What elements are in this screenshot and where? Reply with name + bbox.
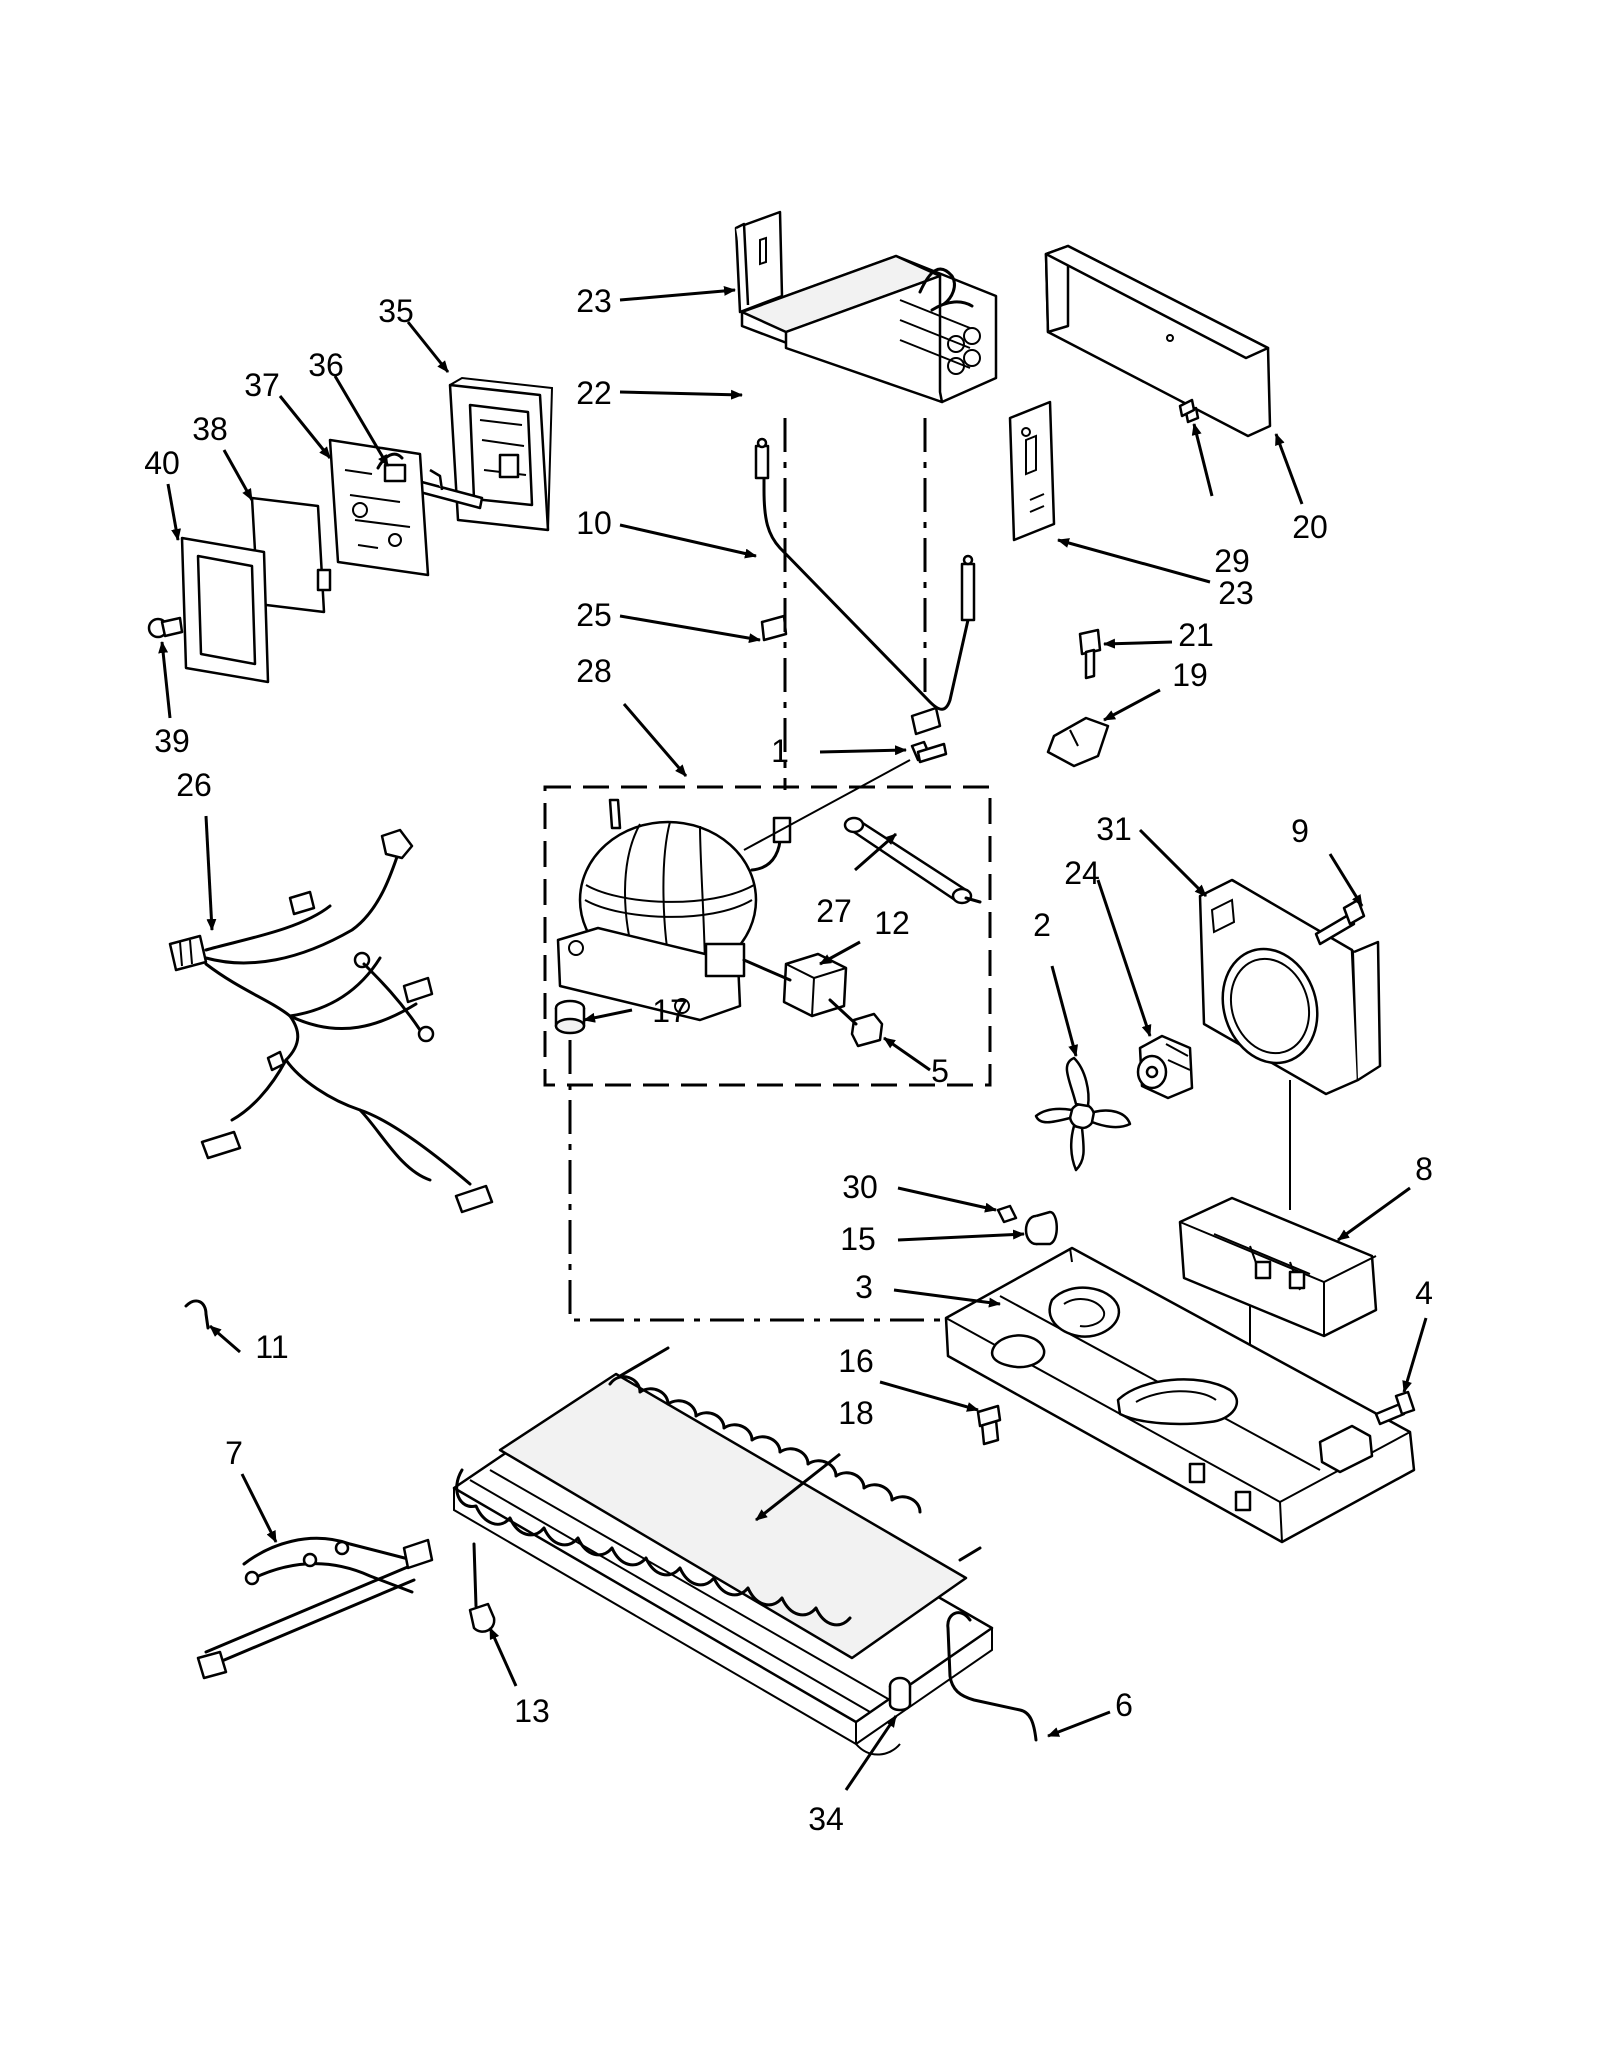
defrost-heater (754, 437, 976, 711)
grommet-15 (1024, 1210, 1058, 1246)
clip-19 (1046, 716, 1110, 768)
air-duct (1044, 244, 1272, 438)
fan-blade (1034, 1056, 1132, 1172)
mounting-tray (944, 1246, 1416, 1544)
screw-21 (1078, 628, 1102, 680)
evaporator-right-bracket (1008, 400, 1056, 542)
callout-12: 12 (874, 905, 910, 941)
screw-1 (910, 740, 948, 764)
callout-4: 4 (1415, 1275, 1433, 1311)
callout-38: 38 (192, 411, 228, 447)
callout-20: 20 (1292, 509, 1328, 545)
evaporator-coil (740, 254, 998, 404)
callout-28: 28 (576, 653, 612, 689)
callout-11: 11 (255, 1329, 288, 1365)
drier (843, 816, 982, 905)
callout-9: 9 (1291, 813, 1309, 849)
callout-25: 25 (576, 597, 612, 633)
pin-30 (996, 1204, 1018, 1224)
callout-40: 40 (144, 445, 180, 481)
heater-bracket (760, 614, 942, 736)
callout-18: 18 (838, 1395, 874, 1431)
callout-5: 5 (931, 1053, 949, 1089)
callout-36: 36 (308, 347, 344, 383)
screw-4 (1374, 1390, 1416, 1426)
callout-7: 7 (225, 1435, 243, 1471)
callout-31: 31 (1096, 811, 1132, 847)
evaporator-left-bracket (734, 210, 784, 314)
leader-lines (158, 285, 1428, 1791)
callout-21: 21 (1178, 617, 1214, 653)
control-board (328, 438, 430, 577)
callout-39: 39 (154, 723, 190, 759)
callout-10: 10 (576, 505, 612, 541)
evaporator-assembly (734, 210, 1056, 542)
callout-15: 15 (840, 1221, 876, 1257)
compressor (556, 798, 792, 1022)
screw-16 (976, 1404, 1002, 1446)
callout-2: 2 (1033, 907, 1051, 943)
compressor-assembly (543, 740, 992, 1087)
screw-9 (1314, 898, 1366, 946)
callout-19: 19 (1172, 657, 1208, 693)
clip-13 (468, 1542, 496, 1633)
duct-screw (1178, 398, 1200, 424)
callout-37: 37 (244, 367, 280, 403)
callout-22: 22 (576, 375, 612, 411)
callout-17: 17 (652, 993, 688, 1029)
control-box-group (147, 376, 554, 684)
grommet (554, 999, 586, 1035)
tube-6 (946, 1611, 1038, 1742)
condenser (452, 1346, 994, 1756)
callout-8: 8 (1415, 1151, 1433, 1187)
callout-16: 16 (838, 1343, 874, 1379)
fan-assembly (1034, 878, 1382, 1172)
clip-11 (184, 1299, 210, 1330)
fan-motor (1136, 1034, 1194, 1100)
compressor-kit-box (543, 785, 992, 1087)
callout-3: 3 (855, 1269, 873, 1305)
callout-23: 23 (576, 283, 612, 319)
callout-labels: 1 2 3 4 5 6 7 8 9 10 11 12 13 15 16 17 1… (144, 283, 1433, 1837)
callout-29: 29 (1214, 543, 1250, 579)
callout-1: 1 (771, 733, 789, 769)
control-box-housing (448, 376, 554, 532)
callout-6: 6 (1115, 1687, 1133, 1723)
callout-34: 34 (808, 1801, 844, 1837)
fan-bracket (1178, 1196, 1378, 1338)
relay (742, 952, 848, 1018)
callout-35: 35 (378, 293, 414, 329)
control-gasket-frame (180, 536, 270, 684)
callout-24: 24 (1064, 855, 1100, 891)
overload (828, 998, 884, 1048)
callout-30: 30 (842, 1169, 878, 1205)
control-screw (147, 616, 184, 639)
callout-27: 27 (816, 893, 852, 929)
callout-13: 13 (514, 1693, 550, 1729)
callout-26: 26 (176, 767, 212, 803)
callout-23-right: 23 (1218, 575, 1254, 611)
wire-harness (168, 828, 494, 1214)
harness-7 (196, 1536, 434, 1680)
spacer-34 (888, 1676, 912, 1712)
